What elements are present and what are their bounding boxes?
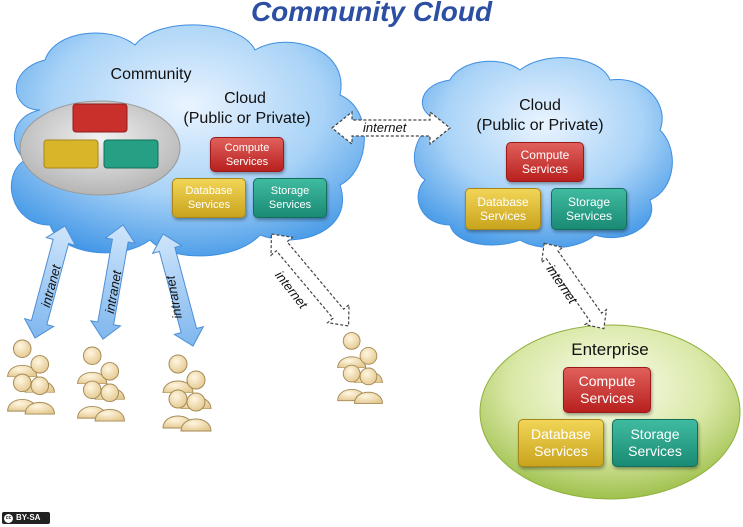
community-database-services: Database Services: [172, 178, 246, 218]
intranet-arrow-1: [23, 225, 77, 339]
internet-label-clouds: internet: [363, 120, 407, 135]
enterprise-label: Enterprise: [571, 340, 649, 359]
community-compute-services: Compute Services: [210, 137, 284, 172]
user-group-icon-3: [163, 355, 211, 431]
diagram-title: Community Cloud: [250, 0, 493, 27]
enterprise-storage-services: Storage Services: [612, 419, 698, 467]
user-group-icon-2: [78, 347, 125, 421]
community-members-ellipse: [19, 100, 181, 196]
remote-cloud-label-line2: (Public or Private): [476, 117, 604, 134]
license-badge: cc BY-SA: [2, 512, 50, 524]
member-red-block: [72, 103, 128, 133]
member-yellow-block: [43, 139, 99, 169]
enterprise-database-services: Database Services: [518, 419, 604, 467]
user-group-icon-4: [338, 333, 383, 404]
cc-icon: cc: [4, 513, 13, 523]
user-group-icon-1: [8, 340, 55, 414]
internet-arrow-clouds: [331, 110, 451, 146]
remote-compute-services: Compute Services: [506, 142, 584, 182]
internet-arrow-enterprise: [540, 242, 608, 330]
community-cloud-label-line1: Cloud: [224, 90, 266, 107]
remote-storage-services: Storage Services: [551, 188, 627, 230]
community-label: Community: [110, 66, 192, 83]
license-text: BY-SA: [16, 513, 41, 522]
remote-cloud-label-line1: Cloud: [519, 97, 561, 114]
intranet-arrow-3: [151, 233, 205, 347]
internet-arrow-users: [270, 233, 350, 327]
community-storage-services: Storage Services: [253, 178, 327, 218]
member-teal-block: [103, 139, 159, 169]
enterprise-compute-services: Compute Services: [563, 367, 651, 413]
remote-database-services: Database Services: [465, 188, 541, 230]
intranet-arrow-2: [89, 224, 137, 340]
community-cloud-label-line2: (Public or Private): [183, 110, 311, 127]
